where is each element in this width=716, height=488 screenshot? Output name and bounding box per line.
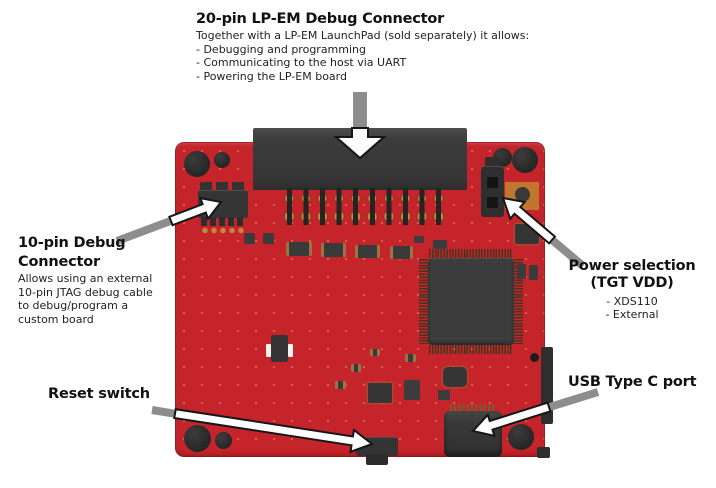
- chip-pins: [429, 249, 513, 258]
- smd-component: [266, 335, 293, 362]
- smd-component: [517, 264, 526, 279]
- annotation-title: Power selection: [568, 258, 696, 274]
- smd-component: [433, 240, 447, 249]
- annotation-reset-switch: Reset switch: [48, 385, 150, 404]
- smd-component: [355, 245, 380, 258]
- connector-pin-row: [281, 188, 447, 225]
- smd-component: [321, 243, 346, 257]
- smd-component: [244, 233, 255, 244]
- jumper-tab: [485, 157, 499, 168]
- jumper-pin-hole: [487, 177, 498, 188]
- annotation-power-selection: Power selection (TGT VDD) - XDS110 - Ext…: [558, 258, 706, 321]
- standoff-top-right-large: [512, 147, 538, 173]
- annotation-bullet: - Communicating to the host via UART: [196, 56, 407, 69]
- smd-component: [368, 383, 392, 403]
- standoff-top-left-large: [184, 151, 210, 177]
- connector-teeth: [200, 182, 246, 191]
- annotation-title: (TGT VDD): [590, 275, 674, 291]
- debug-connector-10pin: [198, 182, 248, 235]
- smd-component: [438, 390, 450, 400]
- annotation-bullet: - XDS110: [606, 295, 658, 308]
- drill-hole: [530, 353, 539, 362]
- smd-component: [515, 224, 539, 244]
- annotation-body: custom board: [18, 312, 94, 326]
- annotation-body: 10-pin JTAG debug cable: [18, 285, 153, 299]
- annotation-body: Allows using an external: [18, 272, 153, 285]
- annotation-title: 10-pin Debug: [18, 235, 126, 251]
- crystal-oscillator: [443, 367, 467, 387]
- chip-pins: [419, 259, 428, 344]
- annotation-10pin-debug-connector: 10-pin Debug Connector Allows using an e…: [18, 234, 178, 326]
- smd-component: [351, 364, 361, 372]
- annotation-bullet: - External: [605, 308, 659, 321]
- smd-component: [390, 246, 413, 259]
- annotation-title: 20-pin LP-EM Debug Connector: [196, 11, 445, 27]
- annotation-body: to debug/program a: [18, 299, 129, 312]
- annotation-title: Reset switch: [48, 386, 150, 402]
- smd-component: [263, 233, 274, 244]
- connector-pads: [201, 227, 246, 234]
- usb-solder-pads: [450, 404, 496, 411]
- edge-component: [537, 447, 550, 458]
- annotation-bullet: - Powering the LP-EM board: [196, 69, 347, 83]
- annotation-bullet: - Debugging and programming: [196, 42, 367, 56]
- mcu-chip: [419, 249, 523, 354]
- standoff-bottom-right: [508, 424, 534, 450]
- smd-component: [335, 381, 346, 389]
- connector-teeth: [201, 217, 245, 226]
- lp-em-debug-connector-20pin: [253, 128, 467, 190]
- arrow-20pin-shaft: [353, 92, 367, 129]
- smd-component: [529, 265, 538, 280]
- edge-connector: [541, 347, 553, 424]
- annotation-20pin-debug-connector: 20-pin LP-EM Debug Connector Together wi…: [196, 10, 561, 83]
- connector-body: [198, 190, 248, 218]
- standoff-top-left-small: [214, 152, 230, 168]
- annotation-usb-port: USB Type C port: [568, 373, 697, 392]
- smd-component: [370, 349, 380, 356]
- annotation-title: USB Type C port: [568, 374, 697, 390]
- annotation-subtitle: Together with a LP-EM LaunchPad (sold se…: [196, 29, 530, 42]
- jumper-pin-hole: [487, 197, 498, 208]
- jumper-body: [481, 166, 504, 217]
- arrow-reset-shaft: [151, 406, 178, 418]
- chip-body: [428, 258, 514, 345]
- smd-component: [404, 380, 420, 400]
- chip-pins: [429, 345, 513, 354]
- reset-switch: [356, 437, 398, 467]
- standoff-bottom-left-small: [215, 432, 232, 449]
- copper-pad: [505, 182, 539, 210]
- usb-type-c-port: [444, 411, 502, 457]
- standoff-bottom-left-large: [184, 425, 211, 452]
- annotation-title: Connector: [18, 254, 100, 270]
- reset-switch-actuator: [366, 454, 388, 465]
- power-selection-jumper: [481, 157, 504, 217]
- smd-component: [405, 354, 416, 362]
- smd-component: [286, 242, 312, 256]
- chip-pins: [514, 259, 523, 344]
- smd-component: [414, 236, 424, 243]
